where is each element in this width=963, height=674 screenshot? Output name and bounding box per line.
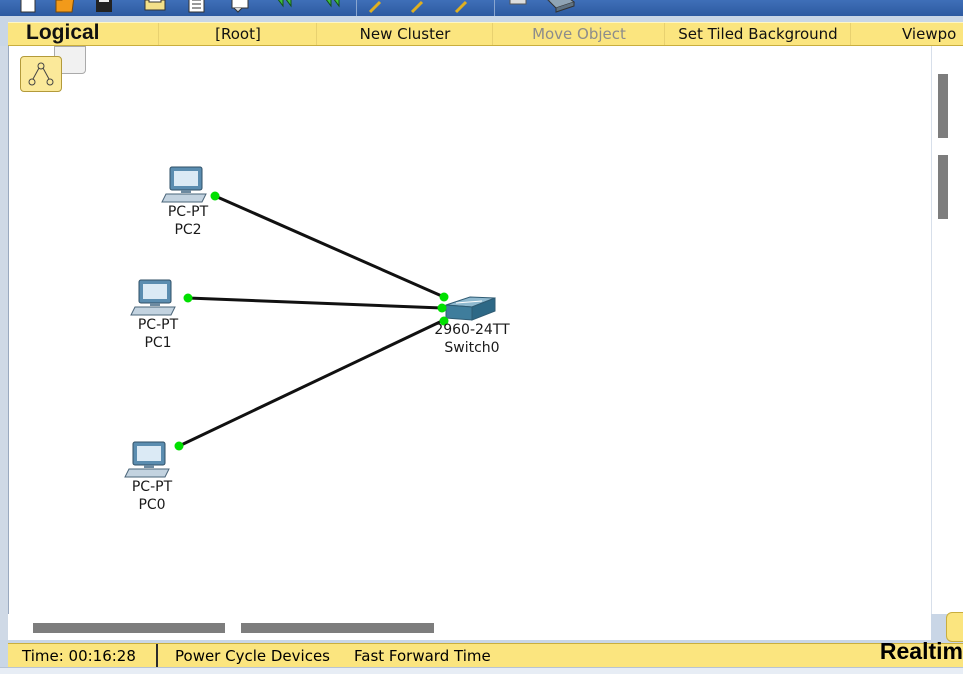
fast-forward-time-button[interactable]: Fast Forward Time: [354, 647, 491, 665]
toolbar-separator: [494, 0, 495, 16]
switch0-model: 2960-24TT: [434, 322, 510, 338]
custom-device-icon[interactable]: [546, 0, 576, 14]
pc2-label: PC-PT PC2: [158, 203, 218, 239]
switch0-port-light-pc0: [439, 316, 449, 326]
link-pc0-switch0[interactable]: [178, 318, 445, 448]
zoom-in-icon[interactable]: [368, 0, 390, 14]
pc1-device-icon[interactable]: [130, 279, 176, 316]
horizontal-scroll-thumb-left[interactable]: [33, 623, 225, 633]
paste-down-icon[interactable]: [322, 0, 344, 14]
logical-tab-title[interactable]: Logical: [26, 21, 100, 44]
pc0-device-icon[interactable]: [124, 441, 170, 478]
zoom-reset-icon[interactable]: [410, 0, 432, 14]
pc2-model: PC-PT: [167, 204, 209, 220]
navigation-panel-button[interactable]: [20, 56, 62, 92]
bottom-panel-edge: [0, 667, 963, 674]
open-folder-icon[interactable]: [54, 0, 76, 14]
realtime-mode-label[interactable]: Realtim: [879, 638, 963, 664]
realtime-toggle-button[interactable]: [946, 612, 963, 642]
switch0-port-light-pc2: [439, 292, 449, 302]
viewport-button[interactable]: Viewpo: [850, 23, 963, 45]
pc0-label: PC-PT PC0: [122, 478, 182, 514]
root-button[interactable]: [Root]: [158, 23, 317, 45]
activity-wizard-icon[interactable]: [230, 0, 252, 14]
pc1-port-light: [183, 293, 193, 303]
link-pc2-switch0[interactable]: [214, 194, 445, 299]
horizontal-scroll-thumb-right[interactable]: [241, 623, 434, 633]
switch0-device-icon[interactable]: [445, 296, 496, 321]
logical-workspace-bar: Logical [Root] New Cluster Move Object S…: [8, 21, 963, 46]
link-pc1-switch0[interactable]: [187, 296, 443, 310]
main-toolbar: [0, 0, 963, 16]
pc1-model: PC-PT: [137, 317, 179, 333]
palette-icon[interactable]: [508, 0, 530, 14]
document-icon[interactable]: [186, 0, 208, 14]
pc1-name: PC1: [144, 335, 172, 351]
copy-down-icon[interactable]: [274, 0, 296, 14]
elapsed-time: Time: 00:16:28: [8, 644, 158, 668]
save-icon[interactable]: [94, 0, 116, 14]
power-cycle-devices-button[interactable]: Power Cycle Devices: [175, 647, 330, 665]
pc2-port-light: [210, 191, 220, 201]
topology-icon: [28, 62, 54, 86]
switch0-port-light-pc1: [437, 303, 447, 313]
new-file-icon[interactable]: [18, 0, 40, 14]
left-panel-edge: [0, 46, 8, 640]
pc1-label: PC-PT PC1: [128, 316, 188, 352]
switch0-name: Switch0: [444, 340, 500, 356]
switch0-label: 2960-24TT Switch0: [422, 321, 522, 357]
print-icon[interactable]: [144, 0, 166, 14]
toolbar-separator: [356, 0, 357, 16]
set-tiled-background-button[interactable]: Set Tiled Background: [664, 23, 851, 45]
time-status-bar: Time: 00:16:28 Power Cycle Devices Fast …: [8, 638, 963, 668]
logical-workspace-canvas[interactable]: [8, 46, 932, 614]
vertical-scroll-thumb-upper[interactable]: [938, 74, 948, 138]
pc0-port-light: [174, 441, 184, 451]
vertical-scrollbar[interactable]: [931, 46, 963, 614]
pc2-device-icon[interactable]: [161, 166, 207, 203]
vertical-scroll-thumb-lower[interactable]: [938, 155, 948, 219]
pc0-model: PC-PT: [131, 479, 173, 495]
pc0-name: PC0: [138, 497, 166, 513]
new-cluster-button[interactable]: New Cluster: [316, 23, 493, 45]
zoom-out-icon[interactable]: [454, 0, 476, 14]
move-object-button[interactable]: Move Object: [492, 23, 665, 45]
pc2-name: PC2: [174, 222, 202, 238]
